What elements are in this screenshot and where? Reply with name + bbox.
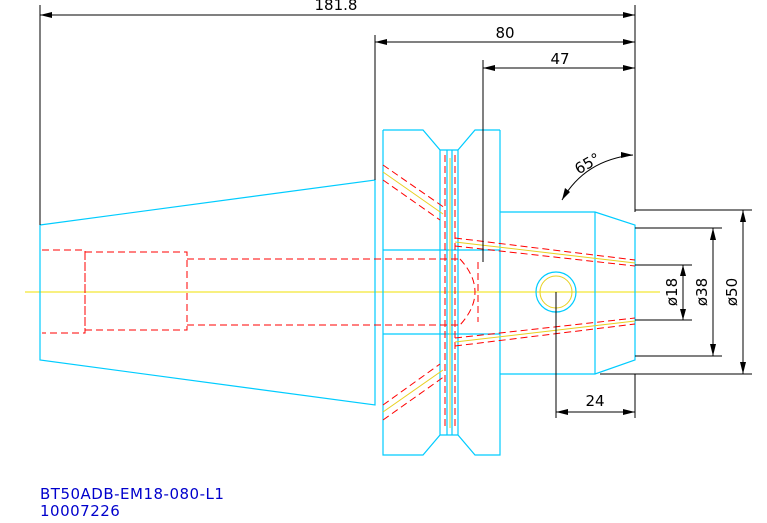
flange-outline [382,129,501,456]
dim-nose-outer-diameter: ø50 [723,278,741,306]
part-number: BT50ADB-EM18-080-L1 [40,485,225,503]
dim-nose-length: 47 [550,50,569,68]
dim-nose-inner-diameter: ø38 [693,278,711,306]
taper-shank-outline [39,179,376,406]
hidden-lines [42,155,636,430]
part-code: 10007226 [40,502,121,520]
dim-overall-length: 181.8 [315,0,358,14]
coolant-channels [382,158,636,428]
dimension-lines [39,5,752,418]
dim-screw-offset: 24 [585,392,604,410]
nose-outline [500,211,636,375]
dim-bore-diameter: ø18 [663,278,681,306]
dim-flange-length: 80 [495,24,514,42]
dim-taper-angle: 65° [571,149,603,178]
